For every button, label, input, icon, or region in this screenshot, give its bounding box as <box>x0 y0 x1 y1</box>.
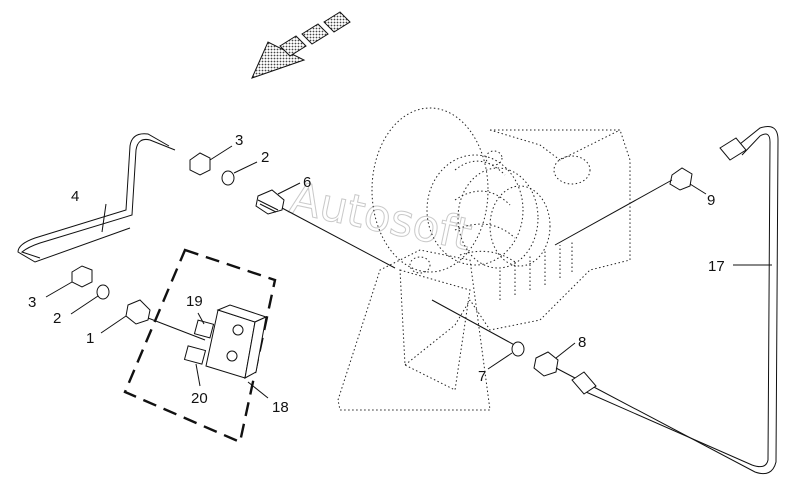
connection-line-8 <box>555 367 576 379</box>
connection-line-9 <box>554 179 673 246</box>
nut-3-upper <box>189 152 211 176</box>
pipe-4 <box>20 139 176 259</box>
pipe-17 <box>571 126 779 475</box>
connection-line-7 <box>431 299 521 349</box>
washer-2-upper <box>221 170 235 186</box>
callout-9: 9 <box>707 192 715 209</box>
leader-lines <box>45 145 772 399</box>
washer-2-lower <box>96 284 110 300</box>
callout-8: 8 <box>578 334 586 351</box>
fitting-1 <box>125 299 151 325</box>
callout-2-upper: 2 <box>261 149 269 166</box>
connection-line-6 <box>281 207 396 269</box>
fitting-6 <box>255 189 285 215</box>
callout-18: 18 <box>272 399 289 416</box>
callout-19: 19 <box>186 293 203 310</box>
washer-7 <box>511 341 525 357</box>
direction-arrow-icon <box>251 11 351 79</box>
callout-7: 7 <box>478 368 486 385</box>
winch-assembly <box>337 107 631 411</box>
callout-17: 17 <box>708 258 725 275</box>
callout-3-upper: 3 <box>235 132 243 149</box>
callout-3-lower: 3 <box>28 294 36 311</box>
fitting-9 <box>669 167 693 191</box>
callout-labels: 3 2 6 4 3 2 1 19 20 18 7 8 9 17 <box>28 132 725 416</box>
nut-3-lower <box>71 265 93 288</box>
nut-8 <box>533 351 559 377</box>
valve-block <box>183 304 268 379</box>
callout-1: 1 <box>86 330 94 347</box>
connection-line-1 <box>147 317 206 341</box>
callout-20: 20 <box>191 390 208 407</box>
watermark-text: Autosoft <box>286 173 477 261</box>
callout-2-lower: 2 <box>53 310 61 327</box>
callout-6: 6 <box>303 174 311 191</box>
callout-4: 4 <box>71 188 79 205</box>
